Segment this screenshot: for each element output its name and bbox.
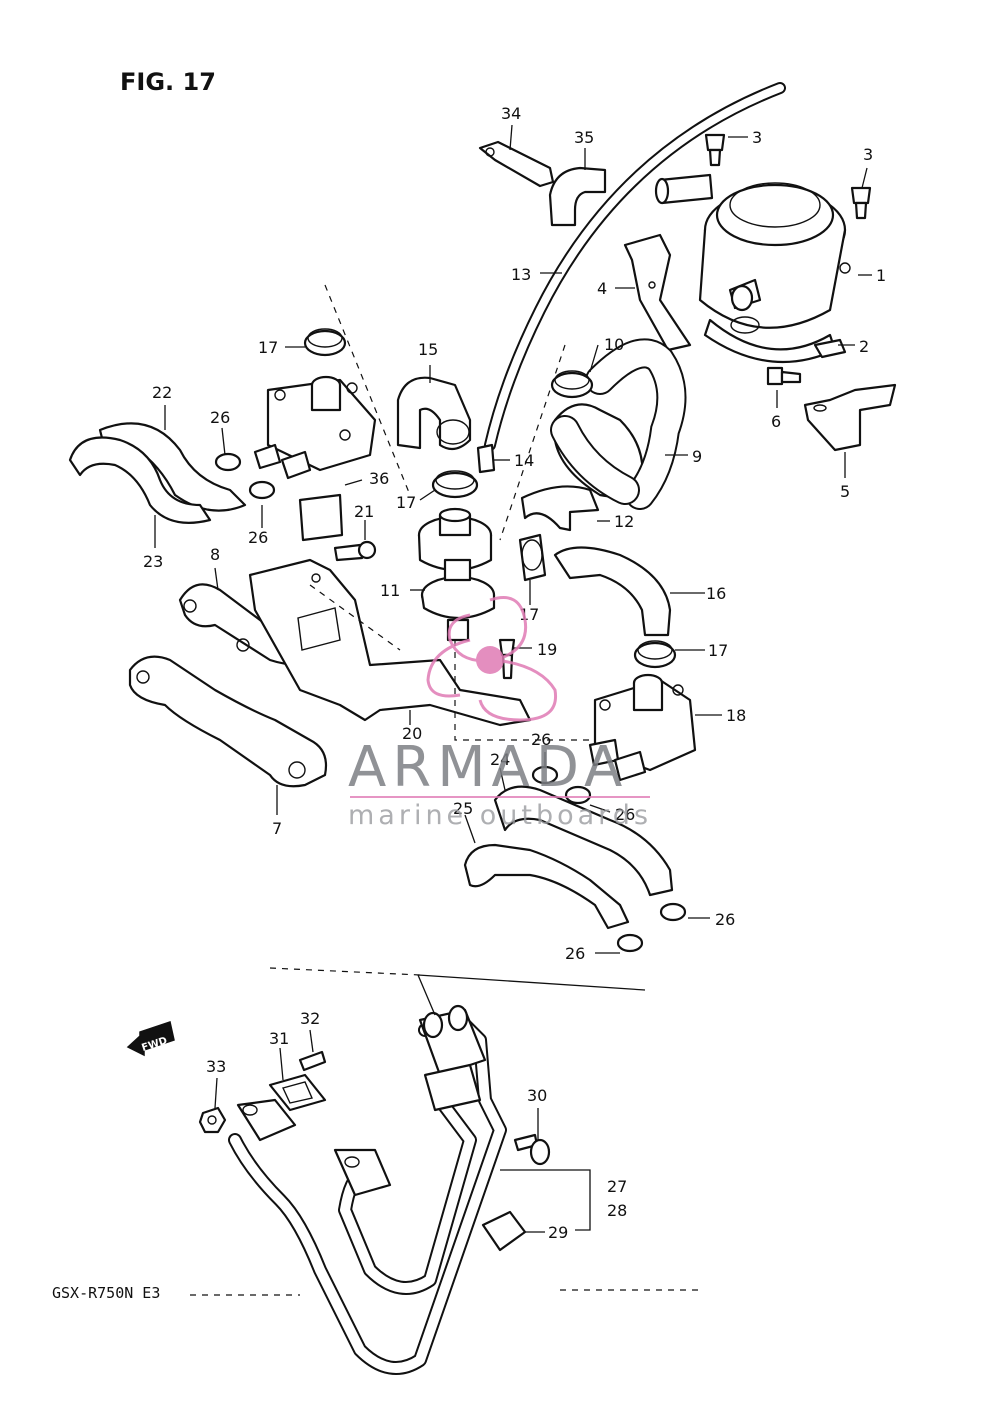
figure-title: FIG. 17 xyxy=(120,68,216,96)
callout-12: 12 xyxy=(614,512,634,531)
nut-part-33 xyxy=(198,1106,227,1134)
pad-part-36 xyxy=(298,493,344,542)
watermark-tagline: marine outboards xyxy=(348,800,652,831)
callout-33: 33 xyxy=(206,1057,226,1076)
callout-11: 11 xyxy=(380,581,400,600)
clamp-part-17c xyxy=(518,533,547,582)
callout-31: 31 xyxy=(269,1029,289,1048)
clamp-part-26e xyxy=(659,902,687,922)
callout-28: 28 xyxy=(607,1201,627,1220)
bracket-part-5 xyxy=(803,383,897,452)
hose-part-23 xyxy=(68,436,212,524)
hose-part-16 xyxy=(553,546,672,637)
clamp-part-17b xyxy=(431,470,479,499)
callout-26e: 26 xyxy=(715,910,735,929)
hose-part-12 xyxy=(520,485,600,532)
bracket-part-34 xyxy=(478,140,555,188)
bolt-part-3a xyxy=(704,133,726,167)
clamp-part-17a xyxy=(303,328,347,357)
callout-4: 4 xyxy=(597,279,607,298)
callout-6: 6 xyxy=(771,412,781,431)
bolt-part-21 xyxy=(333,540,377,562)
elbow-hose-part-15 xyxy=(396,376,472,451)
bolt-part-6 xyxy=(766,366,802,386)
callout-26f: 26 xyxy=(565,944,585,963)
clamp-part-17d xyxy=(633,640,677,669)
watermark-logo-icon xyxy=(426,596,558,722)
callout-3b: 3 xyxy=(863,145,873,164)
air-chamber-part-1 xyxy=(654,173,851,364)
callout-7: 7 xyxy=(272,819,282,838)
pipe-assembly-part-27 xyxy=(228,1004,507,1375)
stud-part-32 xyxy=(298,1050,327,1072)
gasket-part-31 xyxy=(268,1073,327,1112)
callout-22: 22 xyxy=(152,383,172,402)
clamp-part-26f xyxy=(616,933,644,953)
hose-part-9 xyxy=(550,338,687,510)
cushion-part-29 xyxy=(481,1210,527,1252)
leader-lines xyxy=(154,124,872,1296)
watermark-brand: ARMADA xyxy=(348,735,628,800)
callout-36: 36 xyxy=(369,469,389,488)
callout-27: 27 xyxy=(607,1177,627,1196)
callout-26b: 26 xyxy=(248,528,268,547)
callout-13: 13 xyxy=(511,265,531,284)
callout-21: 21 xyxy=(354,502,374,521)
callout-labels: 1 2 3 3 4 5 6 7 8 9 10 11 12 13 14 15 16… xyxy=(143,104,886,1242)
bracket-part-4 xyxy=(623,233,692,352)
callout-16: 16 xyxy=(706,584,726,603)
clamp-part-26a xyxy=(214,452,242,472)
forward-direction-arrow: FWD xyxy=(126,1021,175,1057)
watermark: ARMADA marine outboards xyxy=(348,596,652,831)
callout-3a: 3 xyxy=(752,128,762,147)
bracket-part-7 xyxy=(128,655,328,788)
reed-valve-left xyxy=(253,375,377,480)
callout-8: 8 xyxy=(210,545,220,564)
callout-9: 9 xyxy=(692,447,702,466)
hose-part-25 xyxy=(463,843,630,930)
reed-valve-part-18 xyxy=(588,673,697,782)
callout-15: 15 xyxy=(418,340,438,359)
callout-26d: 26 xyxy=(615,805,635,824)
control-valve-part-11 xyxy=(417,507,496,642)
callout-32: 32 xyxy=(300,1009,320,1028)
callout-30: 30 xyxy=(527,1086,547,1105)
callout-5: 5 xyxy=(840,482,850,501)
callout-19: 19 xyxy=(537,640,557,659)
callout-18: 18 xyxy=(726,706,746,725)
callout-2: 2 xyxy=(859,337,869,356)
clamp-part-10 xyxy=(550,370,594,399)
clip-part-14 xyxy=(476,443,496,474)
callout-34: 34 xyxy=(501,104,521,123)
callout-26a: 26 xyxy=(210,408,230,427)
elbow-hose-part-35 xyxy=(548,166,607,227)
callout-14: 14 xyxy=(514,451,534,470)
bolt-part-3b xyxy=(850,186,872,220)
breather-hose-part-13 xyxy=(484,82,786,451)
callout-10: 10 xyxy=(604,335,624,354)
callout-26c: 26 xyxy=(531,730,551,749)
hose-part-24 xyxy=(493,785,674,897)
callout-17b: 17 xyxy=(396,493,416,512)
callout-25: 25 xyxy=(453,799,473,818)
bolt-part-30 xyxy=(513,1133,551,1166)
clamp-part-2 xyxy=(813,338,847,359)
callout-35: 35 xyxy=(574,128,594,147)
model-label: GSX-R750N E3 xyxy=(52,1284,160,1302)
clamp-part-26d xyxy=(564,785,592,805)
callout-17d: 17 xyxy=(708,641,728,660)
clamp-part-26b xyxy=(248,480,276,500)
callout-1: 1 xyxy=(876,266,886,285)
callout-23: 23 xyxy=(143,552,163,571)
callout-29: 29 xyxy=(548,1223,568,1242)
callout-17a: 17 xyxy=(258,338,278,357)
callout-24: 24 xyxy=(490,750,510,769)
callout-20: 20 xyxy=(402,724,422,743)
